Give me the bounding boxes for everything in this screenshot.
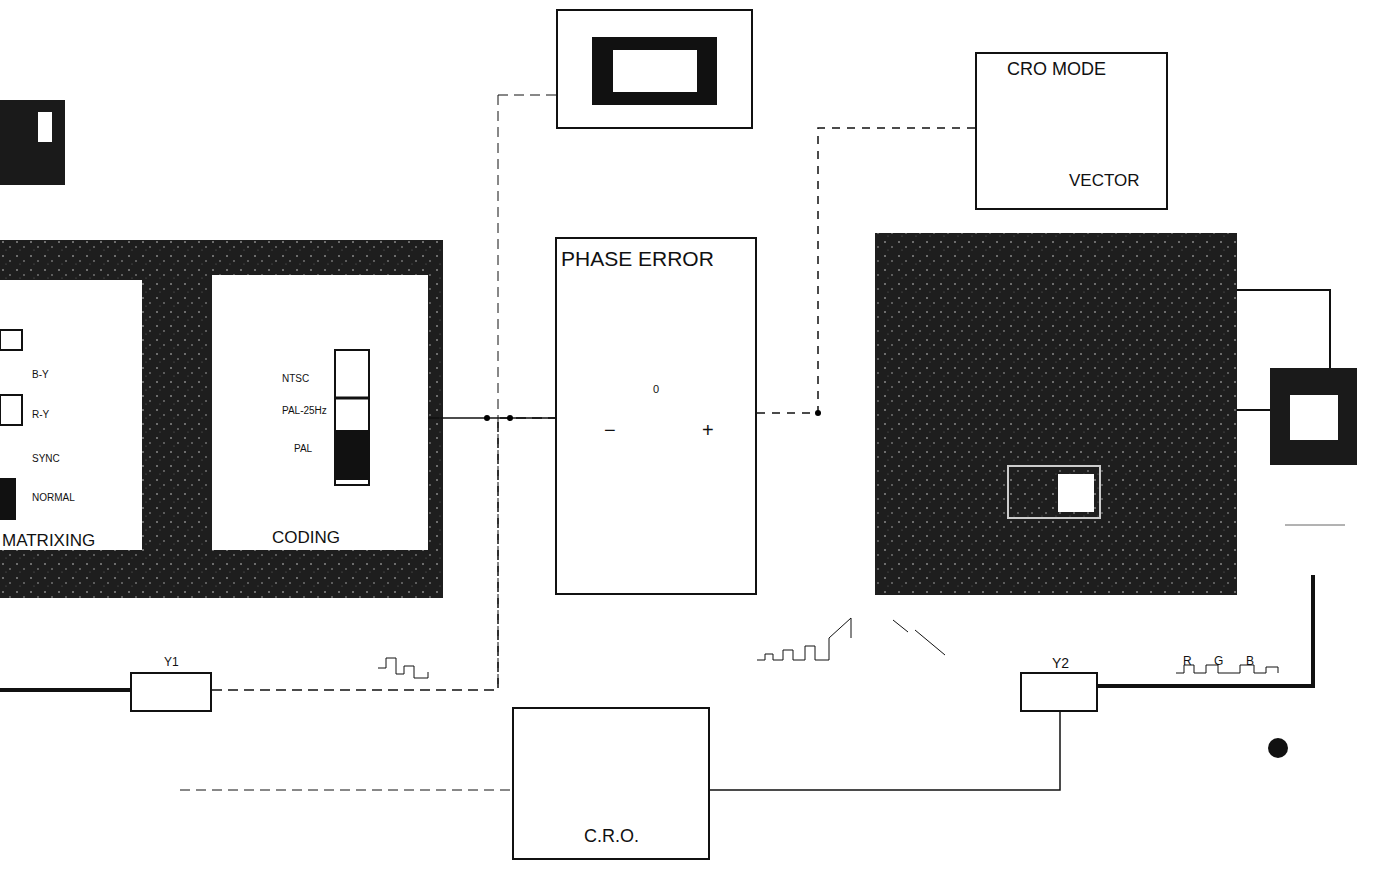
panel-text: MATRIXING — [2, 532, 95, 551]
panel-text: B-Y — [32, 369, 49, 380]
panel-box: NTSC PAL-25HzPAL CODING — [212, 275, 428, 550]
panel-text: C.R.O. — [584, 827, 639, 847]
panel-box: C.R.O. — [512, 707, 710, 860]
panel-text: R-Y — [32, 409, 49, 420]
panel-box: PHASE ERROR 0 − + — [555, 237, 757, 595]
panel-text: NORMAL — [32, 492, 75, 503]
panel-text: VECTOR — [1069, 172, 1140, 191]
panel-text: 0 — [653, 383, 659, 395]
panel-box: Y2 — [1020, 672, 1098, 712]
signal-label: G — [1214, 655, 1223, 668]
panel-text: CODING — [272, 529, 340, 548]
panel-text: PAL-25Hz — [282, 405, 327, 416]
signal-wire — [710, 712, 1060, 790]
signal-wire — [757, 128, 975, 413]
panel-text: − — [604, 419, 616, 441]
panel-text: CRO MODE — [1007, 60, 1106, 80]
panel-text: PAL — [294, 443, 312, 454]
panel-text: SYNC — [32, 453, 60, 464]
panel-box: Y1 — [130, 672, 212, 712]
signal-wire — [212, 418, 555, 690]
signal-label: B — [1246, 655, 1254, 668]
panel-box: B-Y R-Y SYNC NORMAL MATRIXING — [0, 280, 142, 550]
signal-label: R — [1183, 655, 1192, 668]
panel-text: Y1 — [164, 656, 179, 669]
panel-text: PHASE ERROR — [561, 247, 714, 270]
panel-text: + — [702, 419, 714, 441]
panel-text: NTSC — [282, 373, 309, 384]
signal-wire — [428, 417, 555, 419]
panel-box: CRO MODE VECTOR — [975, 52, 1168, 210]
panel-text: Y2 — [1052, 656, 1069, 671]
